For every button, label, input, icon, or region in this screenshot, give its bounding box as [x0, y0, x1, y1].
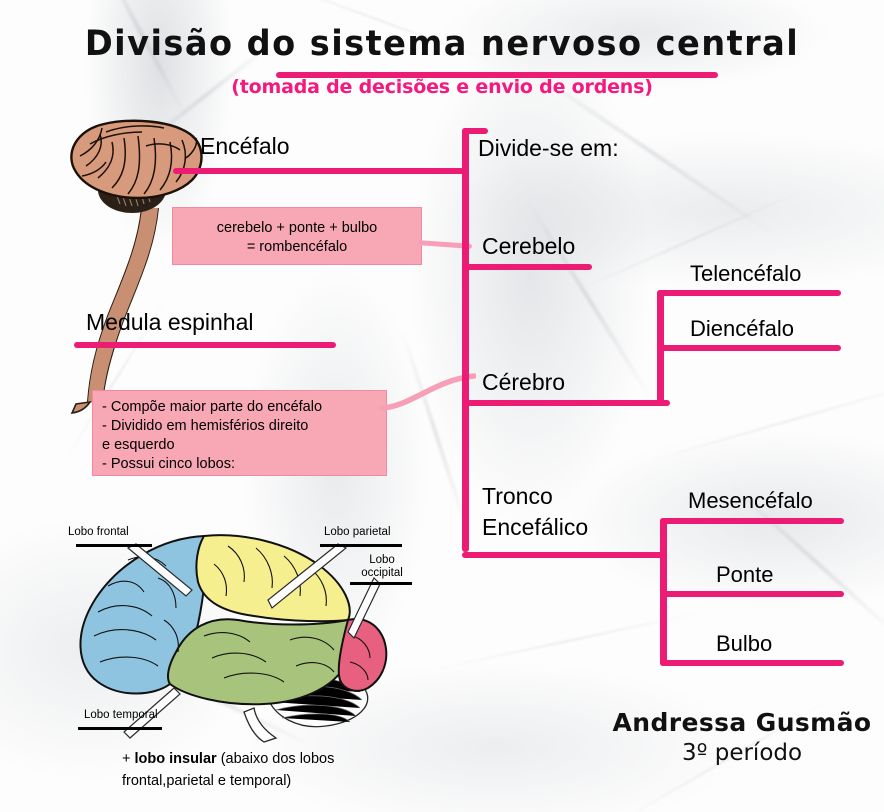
note-cerebro-line-2: - Dividido em hemisférios direito	[102, 418, 309, 435]
label-divide-se-em: Divide-se em:	[478, 135, 619, 161]
cerebelo-underline	[462, 264, 592, 270]
diencefalo-underline	[657, 345, 841, 351]
caption-rest: (abaixo dos lobos frontal,parietal e tem…	[122, 751, 335, 789]
label-encefalo: Encéfalo	[200, 133, 290, 159]
brain-with-spinal-cord-illustration	[70, 119, 203, 414]
label-telencefalo: Telencéfalo	[690, 261, 802, 286]
note-cerebro-line-4: - Possui cinco lobos:	[102, 456, 235, 473]
cerebro-underline	[462, 400, 670, 406]
mesencefalo-underline	[660, 518, 844, 524]
tree-trunk-top-tick	[462, 128, 488, 134]
note-rombencefalo: cerebelo + ponte + bulbo = rombencéfalo	[172, 207, 422, 265]
ponte-underline	[660, 591, 844, 597]
lobe-label-occipital-line-1: Lobo	[369, 554, 395, 566]
brain-lobes-diagram	[79, 534, 388, 743]
lobe-label-temporal: Lobo temporal	[84, 709, 158, 721]
telencefalo-underline	[657, 290, 841, 296]
encefalo-underline	[173, 168, 469, 174]
lobe-label-frontal-underline	[76, 544, 152, 547]
lobe-label-occipital-underline	[350, 582, 412, 585]
page-subtitle: (tomada de decisões e envio de ordens)	[231, 76, 653, 98]
lobe-label-temporal-underline	[78, 727, 162, 730]
label-ponte: Ponte	[716, 562, 774, 587]
tronco-encefalico-underline	[462, 552, 667, 558]
label-cerebelo: Cerebelo	[482, 233, 576, 259]
note-rombencefalo-line-2: = rombencéfalo	[246, 239, 348, 256]
page-title: Divisão do sistema nervoso central	[84, 24, 800, 64]
label-mesencefalo: Mesencéfalo	[688, 488, 813, 513]
label-diencefalo: Diencéfalo	[690, 316, 794, 341]
label-cerebro: Cérebro	[482, 369, 566, 395]
caption-prefix: +	[122, 751, 135, 767]
note-cerebro-line-1: - Compõe maior parte do encéfalo	[102, 399, 323, 415]
note-cerebro-facts: - Compõe maior parte do encéfalo - Divid…	[92, 390, 387, 476]
bulbo-underline	[660, 660, 844, 666]
note-cerebro-line-3: e esquerdo	[102, 437, 175, 454]
label-bulbo: Bulbo	[716, 631, 773, 656]
label-tronco-encefalico-line-1: Tronco	[482, 483, 553, 509]
caption-bold-term: lobo insular	[134, 751, 217, 767]
note-rombencefalo-line-1: cerebelo + ponte + bulbo	[216, 220, 378, 236]
lobe-label-frontal: Lobo frontal	[68, 526, 129, 538]
label-medula-espinhal: Medula espinhal	[86, 309, 254, 335]
lobe-label-parietal: Lobo parietal	[324, 526, 391, 538]
tree-trunk	[462, 128, 469, 552]
insular-lobe-caption: + lobo insular (abaixo dos lobos frontal…	[122, 749, 422, 793]
connector-cerebro	[380, 373, 476, 411]
lobe-label-occipital-line-2: occipital	[361, 567, 403, 579]
author-name: Andressa Gusmão	[612, 708, 872, 737]
lobe-label-parietal-underline	[320, 544, 402, 547]
author-term: 3º período	[681, 740, 803, 766]
medula-underline	[74, 342, 336, 348]
page-title-underline	[276, 72, 718, 78]
label-tronco-encefalico-line-2: Encefálico	[482, 514, 589, 540]
